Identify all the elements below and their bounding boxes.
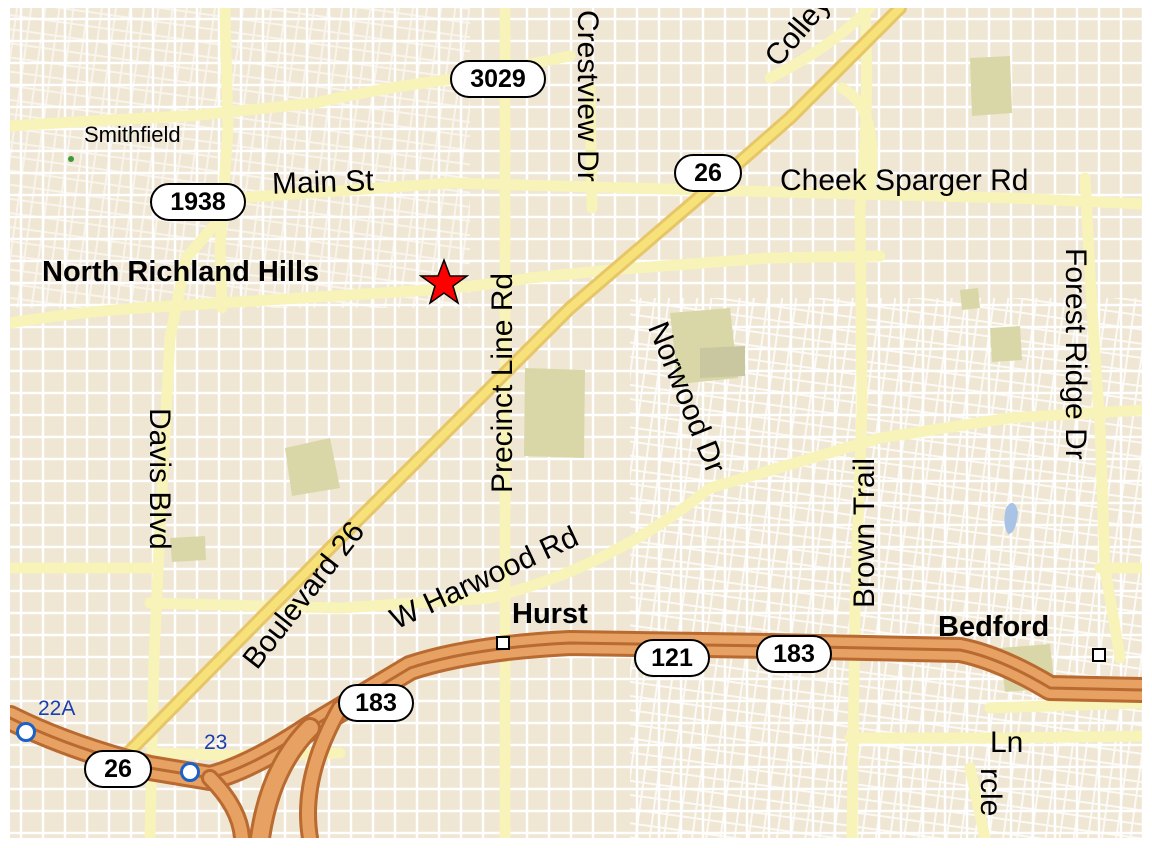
- park-area: [170, 536, 206, 562]
- park-area: [700, 346, 745, 378]
- hurst-square-icon: [496, 636, 510, 650]
- location-star-icon[interactable]: [419, 258, 469, 308]
- place-north-richland-hills: North Richland Hills: [42, 256, 320, 288]
- street-circle: rcle: [974, 768, 1007, 817]
- smithfield-dot-icon: [68, 156, 74, 162]
- place-hurst: Hurst: [512, 598, 588, 630]
- place-smithfield: Smithfield: [84, 122, 181, 147]
- route-shield-183-west: 183: [338, 684, 414, 722]
- exit-23-label: 23: [204, 731, 228, 754]
- exit-22a-icon[interactable]: [16, 722, 36, 742]
- park-area: [524, 368, 585, 458]
- map-canvas[interactable]: North Richland Hills Smithfield Hurst Be…: [10, 8, 1142, 838]
- route-shield-121: 121: [634, 639, 710, 677]
- park-area: [285, 438, 340, 496]
- street-precinct-line: Precinct Line Rd: [486, 272, 519, 493]
- exit-23-icon[interactable]: [180, 762, 200, 782]
- street-ln: Ln: [990, 726, 1024, 759]
- place-bedford: Bedford: [938, 611, 1050, 643]
- arterial-roads: [10, 8, 1142, 838]
- street-cheek-sparger: Cheek Sparger Rd: [780, 164, 1029, 197]
- lake: [1004, 502, 1018, 534]
- street-davis: Davis Blvd: [143, 408, 176, 550]
- street-forest-ridge: Forest Ridge Dr: [1059, 248, 1092, 460]
- route-shield-183-east: 183: [756, 635, 832, 673]
- bedford-square-icon: [1092, 648, 1106, 662]
- route-shield-3029: 3029: [450, 60, 546, 98]
- park-area: [960, 288, 980, 310]
- street-main-st: Main St: [271, 164, 375, 201]
- street-grid-dense: [630, 298, 1142, 838]
- exit-22a-label: 22A: [38, 697, 76, 720]
- park-area: [970, 56, 1012, 116]
- route-shield-1938: 1938: [150, 183, 246, 221]
- route-shield-26-south: 26: [84, 750, 152, 788]
- street-grid-dense-west: [10, 8, 470, 308]
- route-shield-26-north: 26: [674, 154, 742, 192]
- street-crestview: Crestview Dr: [571, 10, 604, 182]
- street-brown-trail: Brown Trail: [848, 457, 881, 608]
- park-area: [990, 326, 1022, 362]
